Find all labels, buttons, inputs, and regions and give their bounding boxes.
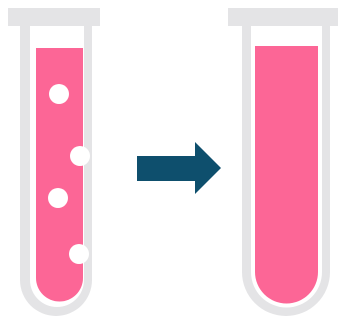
bubble	[70, 146, 90, 166]
bubble	[69, 244, 89, 264]
tube-liquid	[255, 46, 318, 304]
bubble	[49, 84, 69, 104]
test-tube-after	[228, 8, 338, 316]
right-arrow-icon	[137, 142, 221, 194]
bubble	[48, 188, 68, 208]
test-tube-before	[8, 8, 100, 316]
